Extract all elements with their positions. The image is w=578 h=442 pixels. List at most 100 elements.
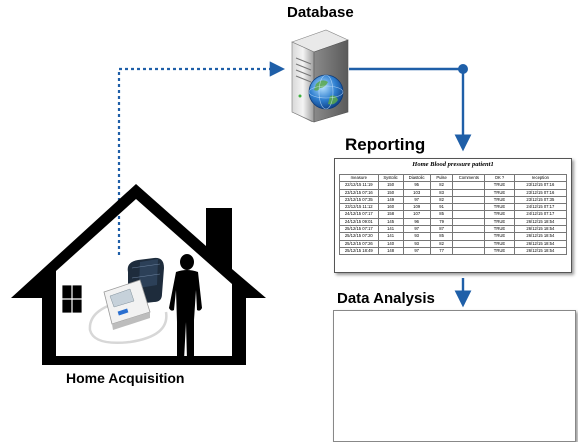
report-cell: 24/12/15 07:17 bbox=[513, 210, 568, 219]
report-cell: 82 bbox=[429, 239, 454, 248]
report-cell: 25/12/15 18:49 bbox=[339, 246, 379, 256]
report-cell bbox=[452, 232, 486, 241]
report-cell: 24/12/15 07:17 bbox=[513, 203, 568, 212]
connector-node bbox=[458, 64, 468, 74]
report-cell: 79 bbox=[429, 217, 454, 227]
report-cell: TRUE bbox=[484, 217, 515, 227]
report-cell: 107 bbox=[402, 210, 431, 219]
blood-pressure-monitor-icon bbox=[88, 257, 168, 344]
report-column-header: Pulse bbox=[429, 173, 454, 183]
report-cell: 26/12/15 18:54 bbox=[513, 217, 568, 227]
house-icon bbox=[11, 184, 266, 365]
report-cell: TRUE bbox=[484, 188, 515, 197]
report-cell: 97 bbox=[402, 225, 431, 234]
data-analysis-label: Data Analysis bbox=[337, 290, 435, 307]
reporting-label: Reporting bbox=[345, 135, 426, 154]
report-cell: TRUE bbox=[484, 232, 515, 241]
report-cell: 83 bbox=[429, 188, 454, 197]
report-column-header: Diastolic bbox=[402, 173, 431, 183]
report-cell: 22/12/15 11:19 bbox=[339, 181, 379, 190]
report-cell: 26/12/15 18:54 bbox=[513, 225, 568, 234]
database-label: Database bbox=[287, 4, 354, 21]
report-cell: 148 bbox=[377, 246, 404, 256]
report-cell: 97 bbox=[402, 246, 431, 256]
report-cell: 82 bbox=[429, 195, 454, 205]
report-cell bbox=[452, 210, 486, 219]
report-cell bbox=[452, 217, 486, 227]
report-cell: TRUE bbox=[484, 181, 515, 190]
report-cell: 23/12/15 07:35 bbox=[339, 195, 379, 205]
report-title: Home Blood pressure patient1 bbox=[412, 161, 494, 168]
report-cell: 85 bbox=[429, 232, 454, 241]
globe-icon bbox=[308, 74, 344, 110]
report-cell: 26/12/15 18:54 bbox=[513, 232, 568, 241]
report-cell: 109 bbox=[402, 203, 431, 212]
report-cell bbox=[452, 239, 486, 248]
report-cell: TRUE bbox=[484, 239, 515, 248]
home-acquisition-label: Home Acquisition bbox=[66, 370, 185, 386]
report-cell: 85 bbox=[429, 210, 454, 219]
report-cell: 23/12/15 11:12 bbox=[339, 203, 379, 212]
report-cell: 77 bbox=[429, 246, 454, 256]
data-analysis-panel bbox=[333, 310, 576, 442]
report-cell: 82 bbox=[429, 181, 454, 190]
report-cell: TRUE bbox=[484, 225, 515, 234]
report-column-header: reception bbox=[513, 173, 568, 183]
person-silhouette-icon bbox=[169, 254, 202, 362]
upload-connector-arrow bbox=[117, 61, 286, 255]
report-cell: 103 bbox=[402, 188, 431, 197]
report-cell: 23/12/15 07:16 bbox=[513, 188, 568, 197]
report-cell: 23/12/15 07:35 bbox=[513, 195, 568, 205]
report-cell: 23/12/15 07:16 bbox=[339, 188, 379, 197]
report-cell: 87 bbox=[429, 225, 454, 234]
report-cell bbox=[452, 188, 486, 197]
report-cell bbox=[452, 246, 486, 256]
report-cell: 24/12/15 09:01 bbox=[339, 217, 379, 227]
report-cell: 24/12/15 07:17 bbox=[339, 210, 379, 219]
report-cell: 158 bbox=[377, 210, 404, 219]
report-cell: 95 bbox=[402, 181, 431, 190]
report-column-header: Comments bbox=[452, 173, 486, 183]
report-cell bbox=[452, 225, 486, 234]
report-cell: 150 bbox=[377, 188, 404, 197]
report-cell bbox=[452, 195, 486, 205]
report-cell: 149 bbox=[377, 195, 404, 205]
report-cell bbox=[452, 181, 486, 190]
report-cell: 141 bbox=[377, 232, 404, 241]
report-column-header: Systolic bbox=[377, 173, 404, 183]
report-cell: TRUE bbox=[484, 210, 515, 219]
report-cell: 93 bbox=[402, 239, 431, 248]
report-cell: 97 bbox=[402, 195, 431, 205]
report-cell: 91 bbox=[429, 203, 454, 212]
report-cell: 140 bbox=[377, 239, 404, 248]
report-cell: 23/12/15 07:16 bbox=[513, 181, 568, 190]
report-cell: TRUE bbox=[484, 195, 515, 205]
report-cell: 160 bbox=[377, 203, 404, 212]
report-cell: 26/12/15 18:54 bbox=[513, 239, 568, 248]
report-cell: 25/12/15 07:20 bbox=[339, 232, 379, 241]
report-cell: TRUE bbox=[484, 246, 515, 256]
report-column-header: measure bbox=[339, 173, 379, 183]
report-cell: 26/12/15 18:54 bbox=[513, 246, 568, 256]
report-cell: 93 bbox=[402, 232, 431, 241]
report-cell: 145 bbox=[377, 217, 404, 227]
report-cell: 96 bbox=[402, 217, 431, 227]
report-column-header: OK ? bbox=[484, 173, 515, 183]
report-cell: 150 bbox=[377, 181, 404, 190]
report-cell: 25/12/15 07:26 bbox=[339, 239, 379, 248]
report-cell: TRUE bbox=[484, 203, 515, 212]
